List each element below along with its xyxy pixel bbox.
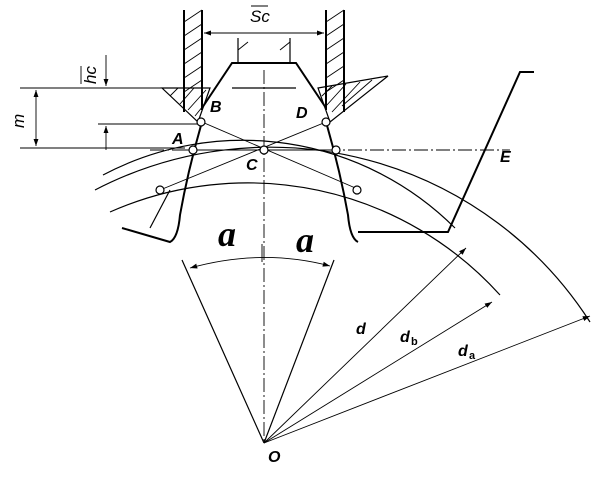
- left-jaw-hatching: [183, 9, 203, 93]
- label-D: D: [296, 105, 308, 122]
- point-right-pitch: [331, 145, 341, 155]
- left-fillet: [149, 189, 171, 229]
- point-D: [321, 117, 331, 127]
- label-d: d: [356, 321, 367, 338]
- point-left-base: [155, 185, 165, 195]
- label-O: O: [268, 449, 281, 466]
- line-O-left: [181, 259, 265, 444]
- label-hc: hc: [81, 66, 100, 84]
- label-da: d: [458, 343, 469, 360]
- point-right-base: [352, 185, 362, 195]
- label-db: d: [400, 329, 411, 346]
- tip-circle-arc: [94, 146, 591, 323]
- left-tooth-flank: [121, 121, 203, 244]
- label-C: C: [246, 157, 258, 174]
- right-wedge-hatching: [321, 79, 373, 113]
- label-B: B: [210, 99, 222, 116]
- point-A: [188, 145, 198, 155]
- label-m: m: [9, 114, 28, 128]
- tooth-top: [201, 62, 327, 109]
- adjacent-tooth: [358, 71, 534, 233]
- base-circle-arc: [109, 182, 501, 296]
- label-da-sub: a: [469, 350, 476, 362]
- radius-db: [263, 301, 493, 444]
- right-jaw-hatching: [325, 9, 345, 93]
- line-B-to-right: [201, 121, 361, 191]
- label-alpha-left: a: [218, 214, 236, 254]
- label-db-sub: b: [411, 336, 418, 348]
- point-C: [259, 145, 269, 155]
- pitch-circle-arc: [102, 139, 456, 229]
- line-D-to-left: [159, 121, 327, 191]
- label-E: E: [500, 149, 512, 166]
- radius-da: [263, 315, 591, 444]
- label-alpha-right: a: [296, 220, 314, 260]
- right-wedge: [317, 75, 389, 123]
- label-sc: Sc: [250, 7, 270, 26]
- label-A: A: [171, 131, 184, 148]
- left-wedge-hatching: [169, 87, 207, 117]
- line-O-right: [263, 259, 335, 444]
- stem-hatching: [237, 41, 291, 51]
- point-B: [196, 117, 206, 127]
- radius-d: [263, 247, 467, 444]
- alpha-arc: [189, 257, 331, 269]
- left-wedge: [160, 87, 211, 124]
